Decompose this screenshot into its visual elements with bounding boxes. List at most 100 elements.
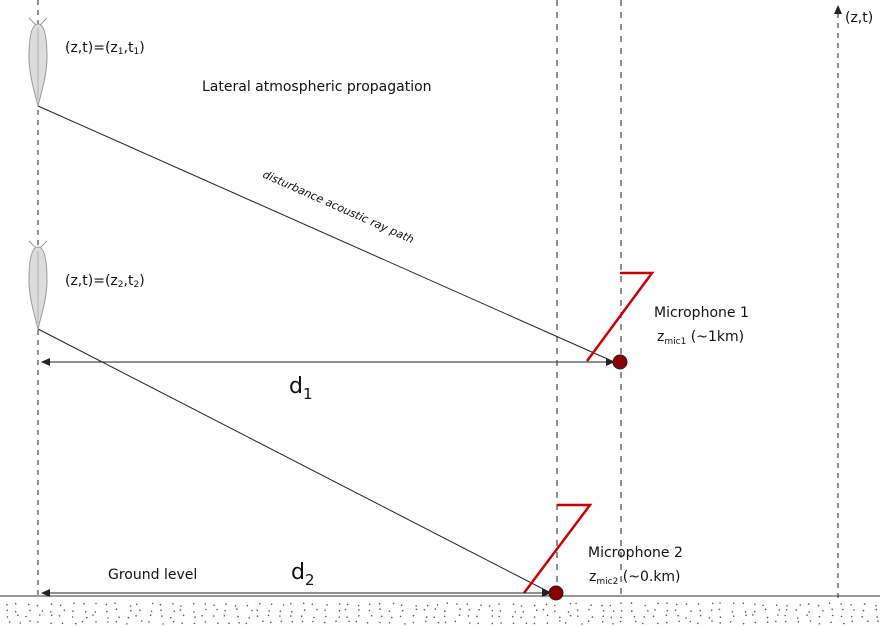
ground-dot [478, 608, 480, 611]
ground-dot [75, 622, 77, 625]
ground-dot [876, 616, 878, 618]
ground-dot [217, 622, 219, 625]
ground-dot [29, 609, 31, 612]
ground-dot [742, 602, 745, 605]
ground-dot [291, 610, 293, 613]
ground-dot [861, 615, 863, 618]
ground-dot [14, 610, 17, 613]
ground-dot [689, 620, 692, 623]
ground-dot [799, 604, 802, 606]
ground-dot [488, 605, 491, 607]
ground-dot [499, 610, 502, 612]
ground-dot [379, 621, 381, 624]
ground-dot [511, 615, 514, 618]
ground-dot [454, 620, 457, 623]
ground-dot [338, 609, 341, 612]
ground-dot [744, 611, 747, 613]
ground-dot [27, 603, 30, 606]
ground-dot [358, 615, 360, 617]
ground-dot [39, 614, 41, 616]
ground-dot [291, 621, 294, 623]
ground-dot [224, 609, 226, 612]
ground-dot [678, 620, 680, 623]
ground-dot [545, 603, 548, 606]
ground-dot [94, 611, 97, 613]
ground-dot [114, 602, 116, 604]
ground-dot [105, 603, 108, 606]
ground-dot [620, 610, 623, 612]
ground-dot [641, 622, 644, 625]
ground-dot [710, 609, 713, 611]
ground-dot [161, 615, 163, 617]
ground-dot [546, 622, 549, 624]
ground-dot [150, 610, 153, 613]
ground-dot [818, 623, 821, 625]
ground-dot [204, 603, 207, 605]
ground-dot [84, 610, 87, 613]
ground-dot [601, 621, 604, 623]
mic2-height: zmic2 (~0.km) [589, 569, 681, 587]
ground-dot [610, 616, 613, 619]
ground-dot [480, 604, 482, 606]
ground-dot [338, 616, 341, 618]
ground-dot [752, 614, 754, 616]
ground-dot [212, 615, 215, 617]
ground-dot [228, 622, 230, 624]
ground-dot [665, 614, 668, 617]
ground-dot [559, 620, 561, 622]
ground-dot [633, 616, 636, 618]
ground-dot [762, 604, 764, 607]
ground-dot [436, 604, 439, 606]
ground-dot [644, 604, 646, 607]
ground-dot [754, 621, 757, 624]
ground-dot [61, 622, 64, 625]
ground-dot [338, 603, 341, 605]
ground-dot [282, 604, 285, 606]
ground-dot [86, 616, 88, 619]
ground-dot [590, 604, 592, 606]
ground-dot [468, 609, 471, 611]
ground-dot [444, 610, 446, 612]
ground-dot [194, 616, 196, 618]
ground-dot [181, 622, 183, 624]
ground-dot [443, 615, 446, 618]
ground-dot [731, 611, 734, 613]
ground-dot [313, 616, 315, 619]
ground-dot [326, 604, 328, 606]
ground-dot [433, 616, 436, 618]
ground-dot [162, 623, 164, 625]
ground-dot [840, 603, 842, 605]
ground-dot [875, 604, 877, 607]
ground-dot [36, 604, 39, 607]
ground-dot [853, 609, 855, 611]
ground-dot [346, 616, 348, 618]
ground-dot [677, 614, 679, 617]
ground-dot [797, 621, 800, 623]
ray-path-label: disturbance acoustic ray path [261, 168, 416, 246]
ground-dot [193, 611, 195, 613]
ground-dot [312, 620, 314, 623]
ground-dot [525, 622, 528, 624]
ground-dot [520, 605, 523, 607]
ground-dot [609, 604, 612, 607]
ground-dot [745, 614, 747, 617]
ground-dot [311, 603, 314, 605]
ground-dot [380, 615, 383, 618]
position2-label: (z,t)=(z2,t2) [65, 273, 145, 290]
ground-dot [542, 608, 545, 611]
ground-dot [127, 616, 130, 619]
ground-dot [862, 609, 865, 612]
ground-dot [699, 614, 702, 617]
ground-dot [546, 614, 549, 617]
ground-dot [301, 620, 304, 623]
ground-dot [785, 608, 788, 611]
ground-dot [498, 603, 500, 605]
ground-dot [456, 603, 458, 605]
ground-dot [6, 609, 8, 612]
ground-dot [719, 616, 722, 618]
microphone-dot-icon [612, 354, 628, 370]
ground-dot [554, 610, 556, 612]
ground-dot [564, 622, 567, 624]
ground-dot [711, 602, 714, 605]
